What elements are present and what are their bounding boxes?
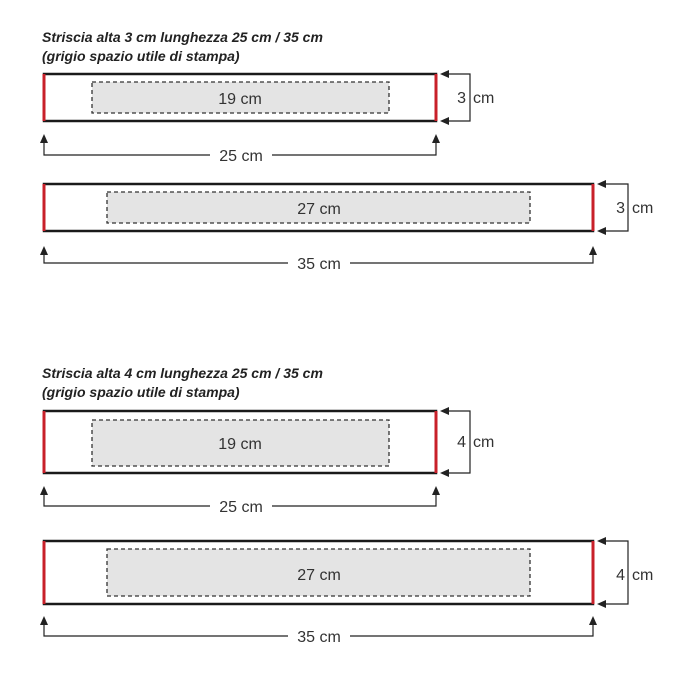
svg-text:35 cm: 35 cm <box>297 629 341 646</box>
print-area <box>91 419 390 467</box>
svg-text:3: 3 <box>457 90 466 107</box>
print-area <box>91 81 390 114</box>
length-dimension: 35 cm <box>40 246 597 273</box>
svg-text:cm: cm <box>473 434 494 451</box>
height-dimension: 3 cm <box>597 180 653 235</box>
strip-3x35: 27 cm 3 cm 35 cm <box>40 180 653 273</box>
svg-text:27 cm: 27 cm <box>297 567 341 584</box>
svg-text:25 cm: 25 cm <box>219 148 263 165</box>
svg-text:cm: cm <box>632 200 653 217</box>
svg-text:3: 3 <box>616 200 625 217</box>
section-2-title: Striscia alta 4 cm lunghezza 25 cm / 35 … <box>42 365 323 381</box>
svg-text:19 cm: 19 cm <box>218 436 262 453</box>
print-width-label: 19 cm <box>218 91 262 108</box>
svg-text:27 cm: 27 cm <box>297 201 341 218</box>
height-dimension: 4 cm <box>440 407 494 477</box>
svg-text:cm: cm <box>632 567 653 584</box>
section-2-subtitle: (grigio spazio utile di stampa) <box>42 384 240 400</box>
strip-4x35: 27 cm 4 cm 35 cm <box>40 537 653 646</box>
svg-text:cm: cm <box>473 90 494 107</box>
section-1-title: Striscia alta 3 cm lunghezza 25 cm / 35 … <box>42 29 323 45</box>
svg-text:25 cm: 25 cm <box>219 499 263 516</box>
height-dimension: 3 cm <box>440 70 494 125</box>
svg-text:4: 4 <box>457 434 466 451</box>
length-dimension: 25 cm <box>40 134 440 165</box>
length-dimension: 35 cm <box>40 616 597 646</box>
strip-3x25: 19 cm 3 cm 25 cm <box>40 70 494 165</box>
height-dimension: 4 cm <box>597 537 653 608</box>
svg-text:4: 4 <box>616 567 625 584</box>
print-area <box>106 191 531 224</box>
print-area <box>106 548 531 597</box>
length-dimension: 25 cm <box>40 486 440 516</box>
strip-4x25: 19 cm 4 cm 25 cm <box>40 407 494 516</box>
section-1-subtitle: (grigio spazio utile di stampa) <box>42 48 240 64</box>
svg-text:35 cm: 35 cm <box>297 256 341 273</box>
